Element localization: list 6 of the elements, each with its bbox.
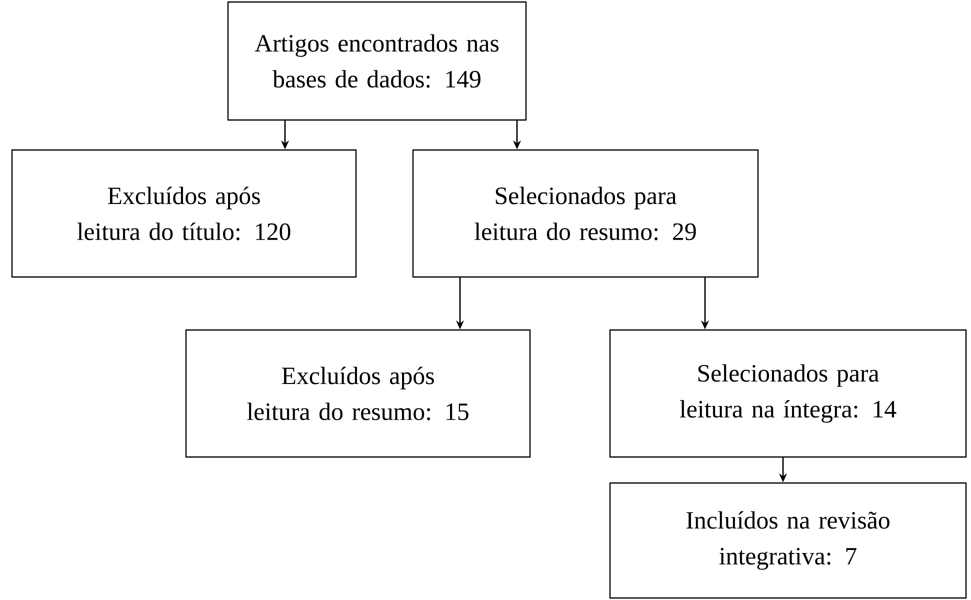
process-box: Selecionados para leitura na íntegra: 14 (609, 329, 967, 458)
process-box: Excluídos após leitura do título: 120 (11, 149, 357, 278)
process-box: Selecionados para leitura do resumo: 29 (412, 149, 759, 278)
process-box: Incluídos na revisão integrativa: 7 (609, 482, 967, 599)
process-box: Artigos encontrados nas bases de dados: 149 (227, 1, 527, 121)
process-box: Excluídos após leitura do resumo: 15 (185, 329, 531, 458)
